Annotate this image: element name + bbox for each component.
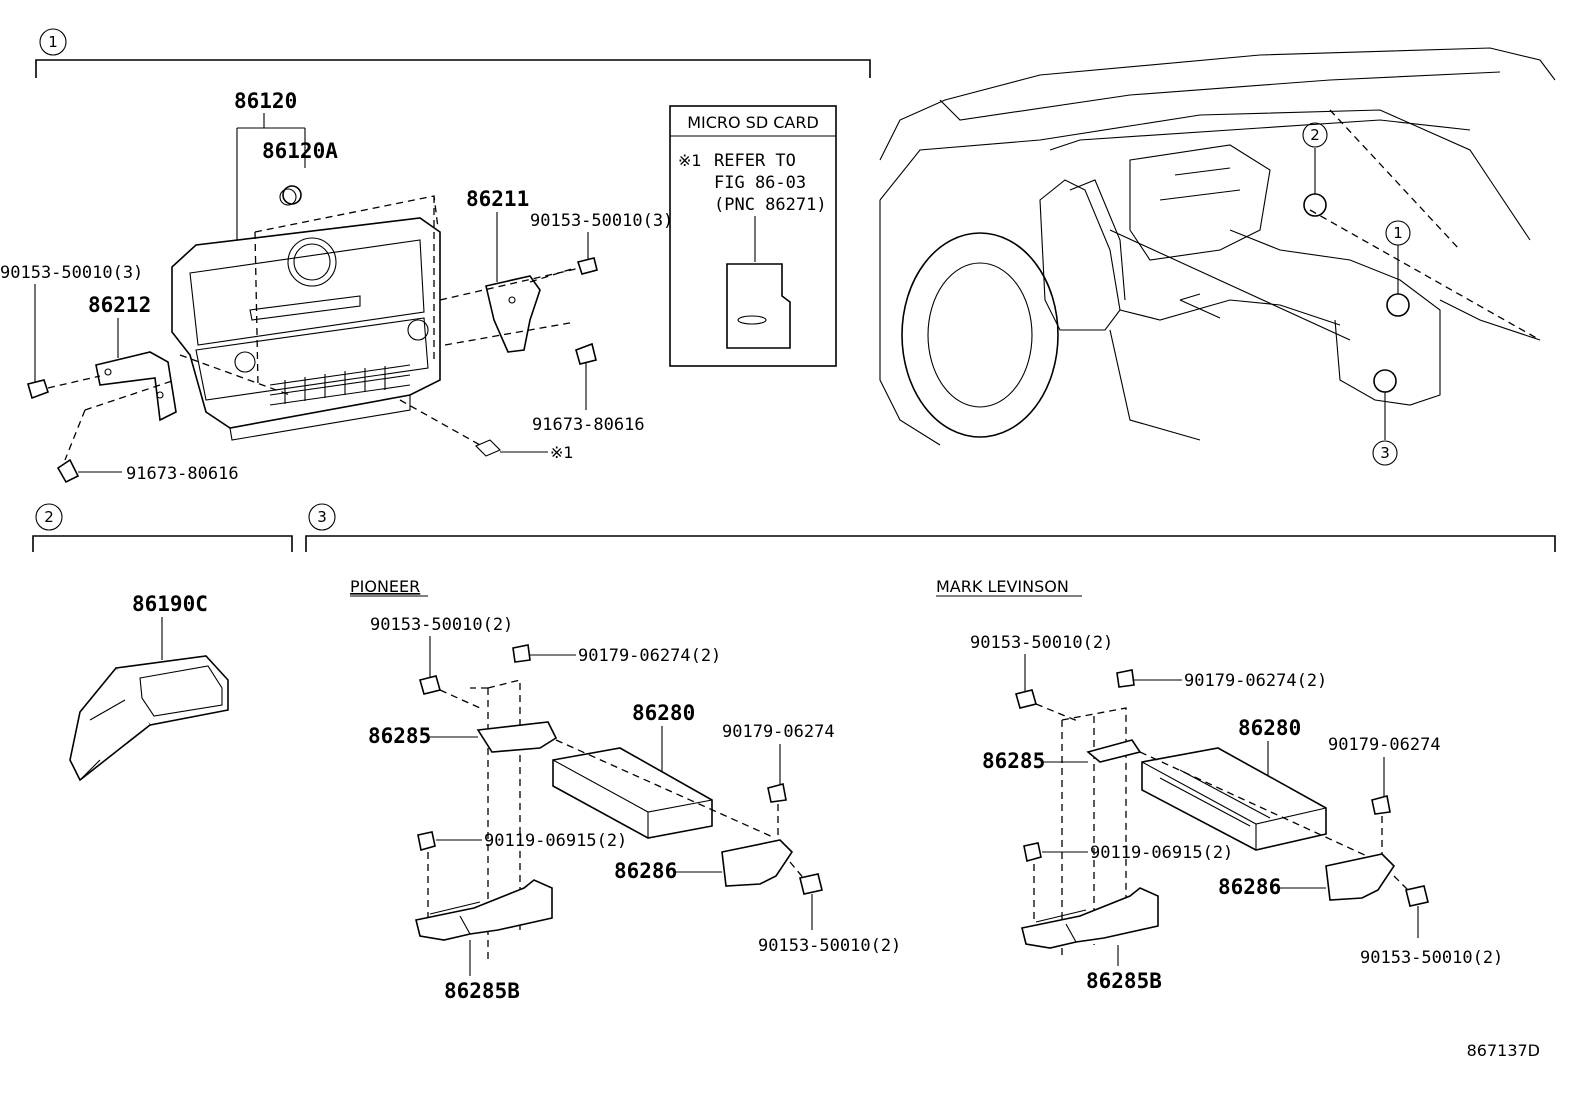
pioneer-label-86285: 86285 (368, 724, 431, 748)
pioneer-bolt-b5 (799, 873, 823, 895)
bracket-86211 (485, 275, 541, 353)
label-86211: 86211 (466, 187, 529, 211)
knob-86120A (282, 185, 302, 205)
pioneer-label-86280: 86280 (632, 701, 695, 725)
pioneer-bracket-86285B (415, 879, 553, 941)
bracket-86212 (95, 351, 177, 422)
pioneer-label-86285B: 86285B (444, 979, 520, 1003)
ml-label-b2: 90179-06274(2) (1184, 671, 1327, 691)
ml-nut-b3 (1371, 795, 1391, 815)
section-2: 2 86190C (32, 503, 293, 782)
pioneer-bracket-86285 (476, 721, 558, 753)
micro-sd-line1: REFER TO (714, 151, 796, 171)
section-3-bracket (305, 535, 1556, 552)
view-callout-2: 2 (1310, 126, 1320, 144)
pioneer-label-b1: 90153-50010(2) (370, 615, 513, 635)
ml-bracket-86286 (1325, 853, 1396, 901)
ml-bolt-b4 (1023, 842, 1042, 863)
section-1-number: 1 (48, 33, 58, 51)
pioneer-label-b5: 90153-50010(2) (758, 936, 901, 956)
screw-right (575, 342, 597, 365)
label-bolt-right-top: 90153-50010(3) (530, 211, 673, 231)
micro-sd-box: MICRO SD CARD ※1 REFER TO FIG 86-03 (PNC… (669, 105, 837, 367)
mark-levinson-group: MARK LEVINSON 90153-50010(2) 90179-06274… (936, 577, 1503, 993)
pioneer-bracket-86286 (721, 839, 794, 887)
label-86120: 86120 (234, 89, 297, 113)
pioneer-bolt-b4 (417, 831, 436, 852)
pioneer-label: PIONEER (350, 577, 420, 596)
pioneer-label-b4: 90119-06915(2) (484, 831, 627, 851)
label-bolt-left-top: 90153-50010(3) (0, 263, 143, 283)
ml-label-86285B: 86285B (1086, 969, 1162, 993)
micro-sd-line2: FIG 86-03 (714, 173, 806, 193)
label-86212: 86212 (88, 293, 151, 317)
pioneer-amplifier-86280 (552, 747, 713, 839)
ml-label-86280: 86280 (1238, 716, 1301, 740)
label-86190C: 86190C (132, 592, 208, 616)
ml-bolt-b1 (1015, 689, 1037, 709)
part-86190C (69, 655, 229, 782)
ml-label-b5: 90153-50010(2) (1360, 948, 1503, 968)
ml-label-86286: 86286 (1218, 875, 1281, 899)
micro-sd-card-icon (726, 263, 791, 349)
ml-amplifier-86280 (1141, 747, 1327, 851)
bolt-right (576, 257, 598, 275)
label-86120A: 86120A (262, 139, 338, 163)
ml-nut-b2 (1116, 669, 1135, 688)
mark-levinson-label: MARK LEVINSON (936, 577, 1069, 596)
pioneer-nut-b3 (767, 783, 787, 803)
pioneer-label-b3: 90179-06274 (722, 722, 835, 742)
pioneer-nut-b2 (512, 644, 531, 663)
micro-sd-title: MICRO SD CARD (687, 113, 819, 132)
bolt-left (27, 379, 50, 400)
pioneer-group: PIONEER 90153-50010(2) 90179-06274(2) 86… (350, 577, 901, 1003)
vehicle-interior-view: 2 1 3 (879, 47, 1556, 466)
screw-left (56, 458, 80, 484)
ml-label-b1: 90153-50010(2) (970, 633, 1113, 653)
label-screw-left: 91673-80616 (126, 464, 239, 484)
ml-label-b4: 90119-06915(2) (1090, 843, 1233, 863)
figure-code: 867137D (1467, 1041, 1540, 1060)
micro-sd-mark: ※1 (678, 151, 702, 170)
ml-label-86285: 86285 (982, 749, 1045, 773)
front-wheel (901, 232, 1059, 438)
view-callout-1: 1 (1393, 224, 1403, 242)
micro-sd-line3: (PNC 86271) (714, 195, 827, 215)
section-3: 3 PIONEER 90153-50010(2) 90179-06274(2) … (305, 503, 1556, 1003)
ml-label-b3: 90179-06274 (1328, 735, 1441, 755)
section-2-number: 2 (44, 508, 54, 526)
pioneer-label-b2: 90179-06274(2) (578, 646, 721, 666)
ref-mark-1: ※1 (550, 443, 574, 462)
section-1: 1 86120 86120A 86212 90153-5 (0, 28, 871, 484)
ml-bracket-86285B (1021, 887, 1159, 949)
section-3-number: 3 (317, 508, 327, 526)
section-2-bracket (32, 535, 293, 552)
ml-bracket-86285 (1086, 739, 1142, 763)
head-unit-86120 (171, 217, 441, 441)
view-callout-3: 3 (1380, 444, 1390, 462)
pioneer-bolt-b1 (419, 675, 441, 695)
ml-bolt-b5 (1405, 885, 1429, 907)
label-screw-right: 91673-80616 (532, 415, 645, 435)
section-1-bracket (35, 59, 871, 78)
pioneer-label-86286: 86286 (614, 859, 677, 883)
